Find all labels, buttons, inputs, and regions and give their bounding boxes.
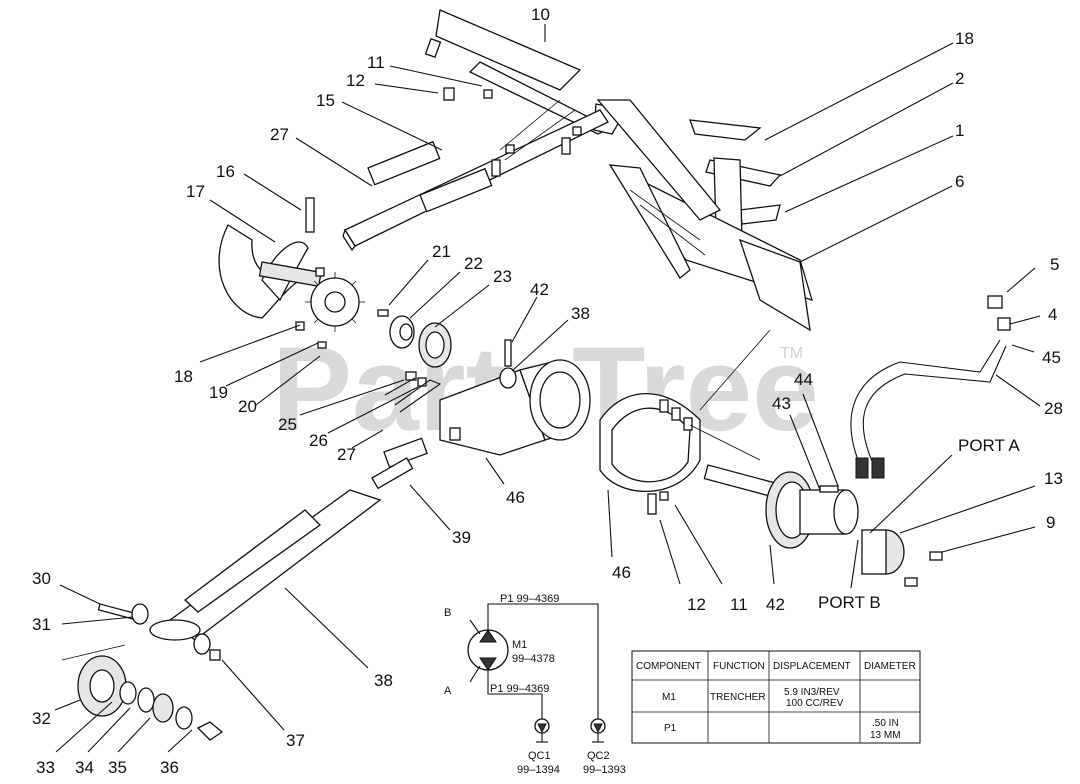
qc1-label: QC1 (528, 750, 551, 762)
idler-parts (61, 603, 224, 741)
table-cell-m1-displacement-cc: 100 CC/REV (786, 698, 844, 709)
table-header-displacement: DISPLACEMENT (773, 661, 851, 672)
callout-24: 27 (270, 125, 289, 144)
callout-5: 5 (1050, 255, 1059, 274)
callout-31: 32 (32, 709, 51, 728)
table-header-diameter: DIAMETER (864, 661, 916, 672)
p1-bottom-label: P1 99–4369 (490, 683, 549, 695)
chain-case (599, 329, 771, 492)
callout-41: 42 (766, 595, 785, 614)
callout-16: 16 (216, 162, 235, 181)
callout-45: 46 (506, 488, 525, 507)
callout-36: 37 (286, 731, 305, 750)
callout-25: 28 (1044, 399, 1063, 418)
callout-10: 10 (531, 5, 550, 24)
callout-15: 15 (316, 91, 335, 110)
callout-2: 2 (955, 69, 964, 88)
callout-21: 21 (432, 242, 451, 261)
callout-37: 38 (374, 671, 393, 690)
table-cell-p1-diameter-in: .50 IN (872, 718, 899, 729)
bearing-set (377, 309, 452, 413)
port-a-label: PORT A (958, 436, 1020, 455)
callout-11-top: 11 (367, 53, 385, 72)
callout-11-bottom: 11 (730, 595, 748, 614)
table-header-component: COMPONENT (636, 661, 701, 672)
callout-28: 27 (337, 445, 356, 464)
callout-12-top: 12 (346, 71, 365, 90)
callout-35: 36 (160, 758, 179, 777)
port-b-label: PORT B (818, 593, 881, 612)
callout-40: 42 (530, 280, 549, 299)
right-frame (596, 99, 813, 332)
callout-1: 1 (955, 121, 964, 140)
callout-46: 46 (612, 563, 631, 582)
leader-lines (54, 24, 1041, 753)
digging-boom (149, 457, 414, 641)
callout-20: 20 (238, 397, 257, 416)
callout-22: 22 (464, 254, 483, 273)
upper-bracket (342, 9, 628, 252)
port-a-schematic: A (444, 685, 452, 697)
table-cell-m1-displacement-in: 5.9 IN3/REV (784, 687, 840, 698)
auger (218, 197, 325, 319)
callout-34: 35 (108, 758, 127, 777)
callout-18: 18 (174, 367, 193, 386)
gear-housing (383, 339, 591, 468)
callout-32: 33 (36, 758, 55, 777)
table-header-function: FUNCTION (713, 661, 765, 672)
p1-top-label: P1 99–4369 (500, 593, 559, 605)
table-cell-p1-component: P1 (664, 723, 677, 734)
callout-6: 6 (955, 172, 964, 191)
m1-label: M1 (512, 639, 527, 651)
callout-42: 43 (772, 394, 791, 413)
m1-part-number: 99–4378 (512, 653, 555, 665)
callout-12-bottom: 12 (687, 595, 706, 614)
callout-33: 34 (75, 758, 94, 777)
motor-assembly (647, 464, 943, 587)
callout-39: 38 (571, 304, 590, 323)
table-cell-m1-function: TRENCHER (710, 692, 766, 703)
component-table: COMPONENT FUNCTION DISPLACEMENT DIAMETER… (631, 650, 921, 744)
callout-17: 17 (186, 182, 205, 201)
qc2-part-number: 99–1393 (583, 764, 626, 776)
callout-27: 26 (309, 431, 328, 450)
sprocket (295, 272, 365, 349)
hydraulic-hoses (850, 295, 1011, 479)
callout-3: 18 (955, 29, 974, 48)
watermark-tm: TM (780, 345, 803, 362)
callout-23: 23 (493, 267, 512, 286)
callout-26: 25 (278, 415, 297, 434)
callout-29: 30 (32, 569, 51, 588)
callout-43: 44 (794, 370, 813, 389)
callout-19: 19 (209, 383, 228, 402)
callout-numbers: 18 2 1 6 5 4 45 28 13 9 10 11 12 15 27 1… (32, 5, 1063, 777)
callout-30: 31 (32, 615, 51, 634)
port-b-schematic: B (444, 607, 451, 619)
qc2-label: QC2 (587, 750, 610, 762)
table-cell-m1-component: M1 (662, 692, 676, 703)
callout-44: 45 (1042, 348, 1061, 367)
callout-13: 13 (1044, 469, 1063, 488)
callout-4: 4 (1048, 305, 1057, 324)
callout-9: 9 (1046, 513, 1055, 532)
table-cell-p1-diameter-mm: 13 MM (870, 730, 901, 741)
callout-38: 39 (452, 528, 471, 547)
hydraulic-schematic: P1 99–4369 P1 99–4369 B A M1 99–4378 QC1… (444, 593, 626, 776)
qc1-part-number: 99–1394 (517, 764, 560, 776)
